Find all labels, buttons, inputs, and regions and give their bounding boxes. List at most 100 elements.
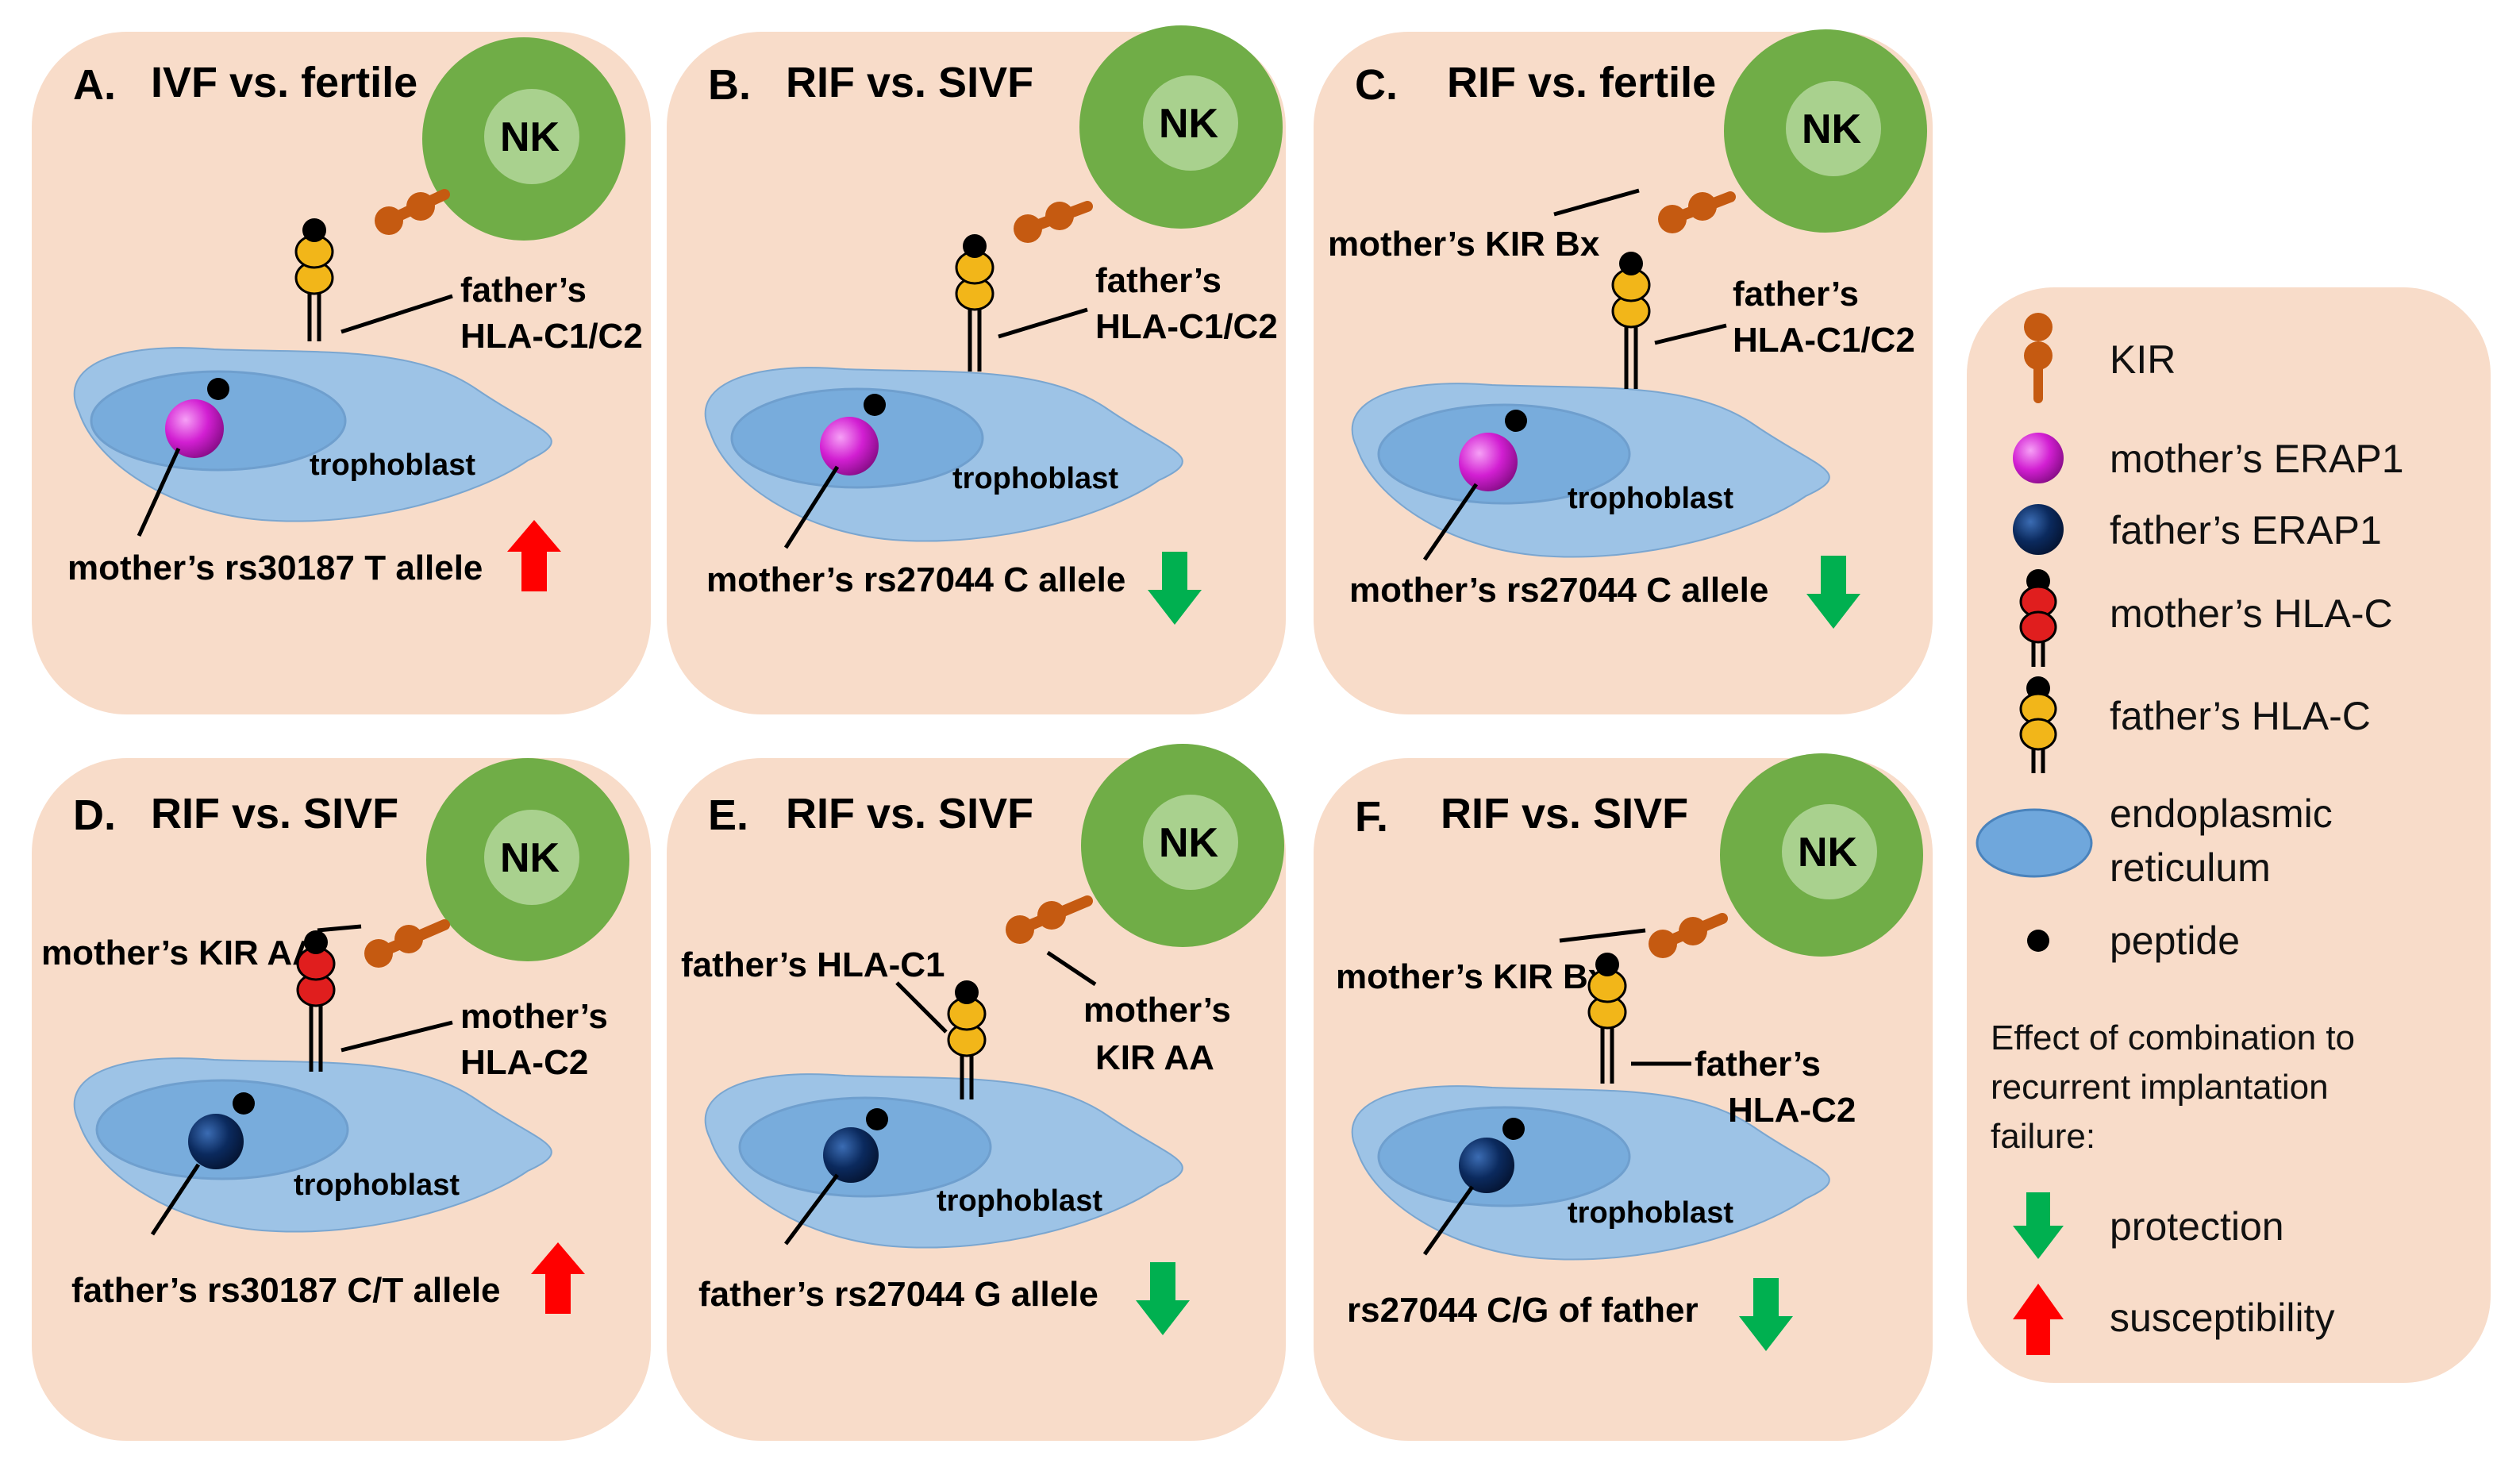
up-arrow-icon <box>2013 1284 2064 1355</box>
down-arrow-icon <box>1148 552 1202 625</box>
legend-effect-heading: Effect of combination to <box>1991 1018 2355 1057</box>
trophoblast-label: trophoblast <box>1568 1196 1733 1230</box>
panel-title: RIF vs. SIVF <box>786 790 1033 837</box>
up-arrow-icon <box>531 1242 585 1314</box>
nk-label: NK <box>1798 830 1858 876</box>
allele-label: mother’s rs27044 C allele <box>1349 571 1768 610</box>
allele-label: mother’s rs30187 T allele <box>67 549 483 587</box>
erap1-icon <box>165 399 224 458</box>
kir-receptor-icon <box>1649 913 1728 958</box>
hla-molecule-icon <box>1611 252 1651 389</box>
trophoblast-cell: trophoblast <box>704 1073 1183 1249</box>
kir-label: mother’s KIR AA <box>41 934 317 972</box>
trophoblast-label: trophoblast <box>937 1184 1102 1218</box>
trophoblast-label: trophoblast <box>294 1169 460 1202</box>
peptide-icon <box>207 378 229 400</box>
nk-cell-icon: NK <box>1081 744 1284 947</box>
peptide-icon <box>866 1108 888 1130</box>
legend-background <box>1967 287 2491 1383</box>
kir-receptor-icon <box>1006 895 1093 944</box>
legend-susceptibility-label: susceptibility <box>2110 1296 2334 1340</box>
legend-protection-label: protection <box>2110 1204 2284 1249</box>
peptide-icon <box>233 1092 255 1115</box>
allele-label: father’s rs27044 G allele <box>698 1275 1098 1314</box>
allele-label: rs27044 C/G of father <box>1347 1291 1699 1330</box>
kir-receptor-icon <box>1014 201 1093 243</box>
panel-b: B. RIF vs. SIVF NK trophoblast father <box>667 25 1286 714</box>
trophoblast-cell: trophoblast <box>73 1057 552 1233</box>
legend-mother-hlac-label: mother’s HLA-C <box>2110 591 2393 636</box>
hla-label: father’s <box>460 271 587 310</box>
panel-letter: E. <box>708 791 748 839</box>
trophoblast-label: trophoblast <box>1568 482 1733 515</box>
legend-kir-label: KIR <box>2110 337 2176 382</box>
hla-molecule-icon <box>955 234 995 372</box>
hla-molecule-icon <box>1587 953 1627 1084</box>
hla-molecule-icon <box>294 218 334 341</box>
hla-label: father’s <box>1733 275 1859 314</box>
panel-title: RIF vs. SIVF <box>151 790 398 837</box>
down-arrow-icon <box>2013 1192 2064 1259</box>
nk-cell-icon: NK <box>1724 29 1927 233</box>
allele-label: mother’s rs27044 C allele <box>706 560 1125 599</box>
panel-letter: F. <box>1355 793 1388 841</box>
panel-title: RIF vs. SIVF <box>1441 790 1688 837</box>
erap1-icon <box>1459 1138 1514 1193</box>
trophoblast-label: trophoblast <box>310 449 475 482</box>
down-arrow-icon <box>1806 556 1860 629</box>
hla-label: HLA-C1/C2 <box>1733 321 1915 360</box>
panel-letter: A. <box>73 61 116 109</box>
erap1-icon <box>2013 504 2064 555</box>
peptide-icon <box>1505 410 1527 432</box>
legend-effect-heading: failure: <box>1991 1117 2095 1156</box>
kir-label: KIR AA <box>1095 1038 1214 1077</box>
hla-label: HLA-C1/C2 <box>1095 307 1278 346</box>
hla-label: father’s <box>1695 1045 1821 1084</box>
down-arrow-icon <box>1136 1262 1190 1335</box>
hla-label: HLA-C1/C2 <box>460 317 643 356</box>
hla-label: mother’s <box>460 997 608 1036</box>
trophoblast-cell: trophoblast <box>704 367 1183 542</box>
erap1-icon <box>188 1114 244 1169</box>
hla-molecule-icon <box>947 980 987 1099</box>
kir-label: mother’s KIR Bx <box>1328 225 1600 264</box>
nk-cell-icon: NK <box>1720 753 1923 957</box>
nk-cell-icon: NK <box>426 758 629 961</box>
panel-letter: B. <box>708 61 751 109</box>
legend-er-label: endoplasmic <box>2110 791 2333 836</box>
erap1-icon <box>1459 433 1518 491</box>
panel-f: F. RIF vs. SIVF NK mother’s KIR Bx troph… <box>1314 753 1933 1441</box>
legend-peptide-label: peptide <box>2110 918 2240 963</box>
legend-effect-heading: recurrent implantation <box>1991 1068 2329 1107</box>
trophoblast-label: trophoblast <box>952 462 1118 495</box>
peptide-icon <box>2027 930 2049 952</box>
kir-label: mother’s <box>1083 991 1231 1030</box>
peptide-icon <box>864 394 886 416</box>
erap1-icon <box>820 417 879 476</box>
panel-e: E. RIF vs. SIVF NK mother’s KIR AA fathe… <box>667 744 1286 1441</box>
legend-er-label: reticulum <box>2110 845 2271 890</box>
kir-receptor-icon <box>364 919 450 968</box>
kir-receptor-icon <box>375 189 450 235</box>
panel-a: A. IVF vs. fertile NK trophoblast fat <box>32 32 651 714</box>
down-arrow-icon <box>1739 1278 1793 1351</box>
up-arrow-icon <box>507 520 561 591</box>
nk-label: NK <box>500 835 560 881</box>
trophoblast-cell: trophoblast <box>1351 383 1830 558</box>
legend: KIR mother’s ERAP1 father’s ERAP1 mother… <box>1967 287 2491 1383</box>
nk-cell-icon: NK <box>422 37 625 241</box>
kir-receptor-icon <box>1658 191 1736 233</box>
nk-label: NK <box>1159 101 1219 147</box>
hla-molecule-icon <box>2019 569 2057 667</box>
hla-label: father’s HLA-C1 <box>681 945 945 984</box>
nk-cell-icon: NK <box>1079 25 1283 229</box>
trophoblast-cell: trophoblast <box>1351 1085 1830 1261</box>
panel-title: RIF vs. SIVF <box>786 59 1033 106</box>
allele-label: father’s rs30187 C/T allele <box>71 1271 501 1310</box>
erap1-icon <box>823 1127 879 1183</box>
legend-mother-erap1-label: mother’s ERAP1 <box>2110 437 2404 481</box>
trophoblast-cell: trophoblast <box>73 347 552 522</box>
panel-title: IVF vs. fertile <box>151 59 417 106</box>
legend-father-erap1-label: father’s ERAP1 <box>2110 508 2382 553</box>
